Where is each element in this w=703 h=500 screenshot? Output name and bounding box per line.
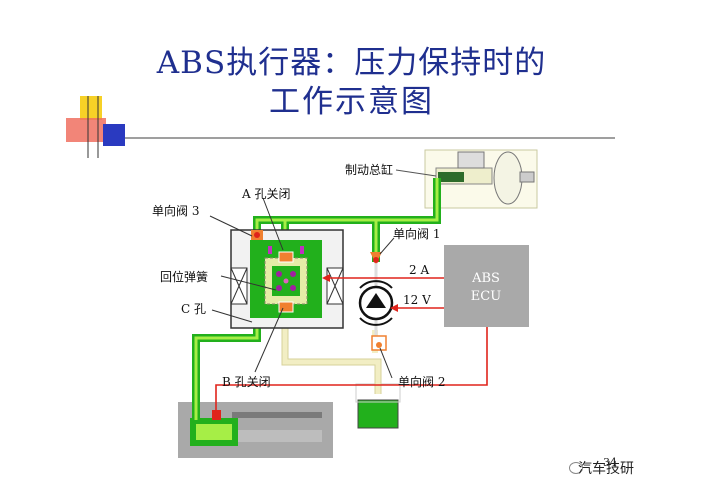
label-check-valve-1: 单向阀 1 <box>393 226 440 241</box>
label-hole-c: C 孔 <box>181 302 206 316</box>
check-valve-2 <box>371 335 387 351</box>
wechat-icon <box>569 462 583 474</box>
label-hole-a-closed: A 孔关闭 <box>241 187 290 201</box>
return-lines-edge <box>281 318 382 394</box>
page-title: ABS执行器：压力保持时的 工作示意图 <box>0 44 703 122</box>
reservoir <box>357 399 399 429</box>
title-line-2: 工作示意图 <box>269 84 434 120</box>
leader-lines <box>209 197 395 379</box>
return-lines <box>282 318 381 394</box>
label-master-cylinder: 制动总缸 <box>345 162 393 177</box>
signal-wires <box>215 277 488 412</box>
abs-ecu <box>444 245 529 327</box>
ecu-label-ecu: ECU <box>471 289 501 304</box>
label-hole-b-closed: B 孔关闭 <box>222 375 271 389</box>
check-valve-1 <box>370 252 382 264</box>
label-check-valve-2: 单向阀 2 <box>398 374 445 389</box>
label-check-valve-3: 单向阀 3 <box>152 203 199 218</box>
pump <box>358 280 394 326</box>
wheel-cylinder <box>178 402 333 458</box>
watermark: 汽车技研 <box>578 461 634 477</box>
master-cylinder <box>424 149 538 209</box>
ecu-label-abs: ABS <box>471 271 500 286</box>
title-line-1: ABS执行器：压力保持时的 <box>156 45 547 81</box>
label-current: 2 A <box>409 263 429 277</box>
page-number: 34 <box>603 456 617 469</box>
slide-logo <box>66 96 615 158</box>
label-voltage: 12 V <box>403 293 431 307</box>
check-valve-3 <box>251 230 263 240</box>
label-return-spring: 回位弹簧 <box>160 269 208 284</box>
